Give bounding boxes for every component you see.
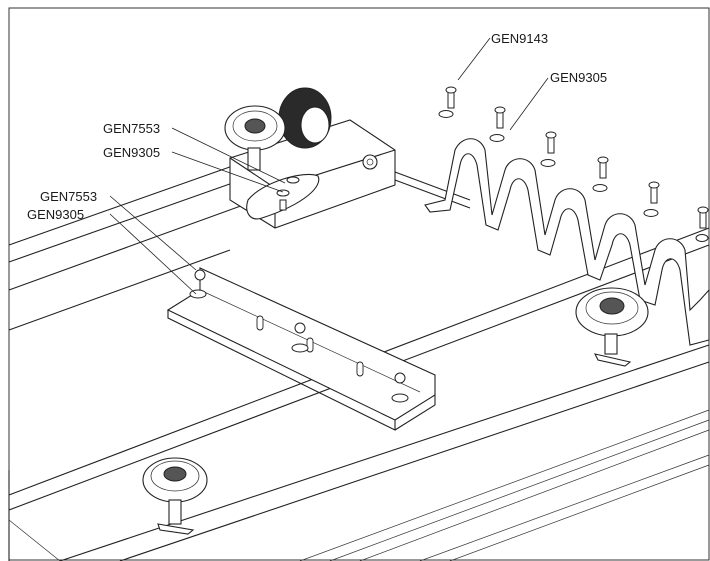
screw — [489, 106, 506, 142]
bottom-roller — [142, 457, 208, 535]
screw — [695, 206, 709, 242]
leader-lines — [109, 37, 549, 295]
callout-gen7553-lower: GEN7553 — [40, 189, 97, 204]
right-roller — [575, 287, 649, 367]
callout-gen9305-top: GEN9305 — [550, 70, 607, 85]
wave-spring — [424, 138, 710, 346]
front-rails — [8, 227, 710, 561]
screw — [438, 86, 457, 118]
callout-gen9305-upper: GEN9305 — [103, 145, 160, 160]
callout-gen7553-upper: GEN7553 — [103, 121, 160, 136]
callout-labels: GEN9143 GEN9305 GEN7553 GEN9305 GEN7553 … — [27, 31, 607, 222]
screw — [592, 156, 609, 192]
callout-gen9305-lower: GEN9305 — [27, 207, 84, 222]
drawing-frame — [8, 7, 710, 561]
screw — [643, 181, 660, 217]
screw — [540, 131, 557, 167]
block-hardware — [276, 176, 300, 211]
top-roller — [224, 87, 332, 171]
bracket-plate — [166, 267, 436, 431]
screw-row — [438, 86, 709, 242]
callout-gen9143: GEN9143 — [491, 31, 548, 46]
